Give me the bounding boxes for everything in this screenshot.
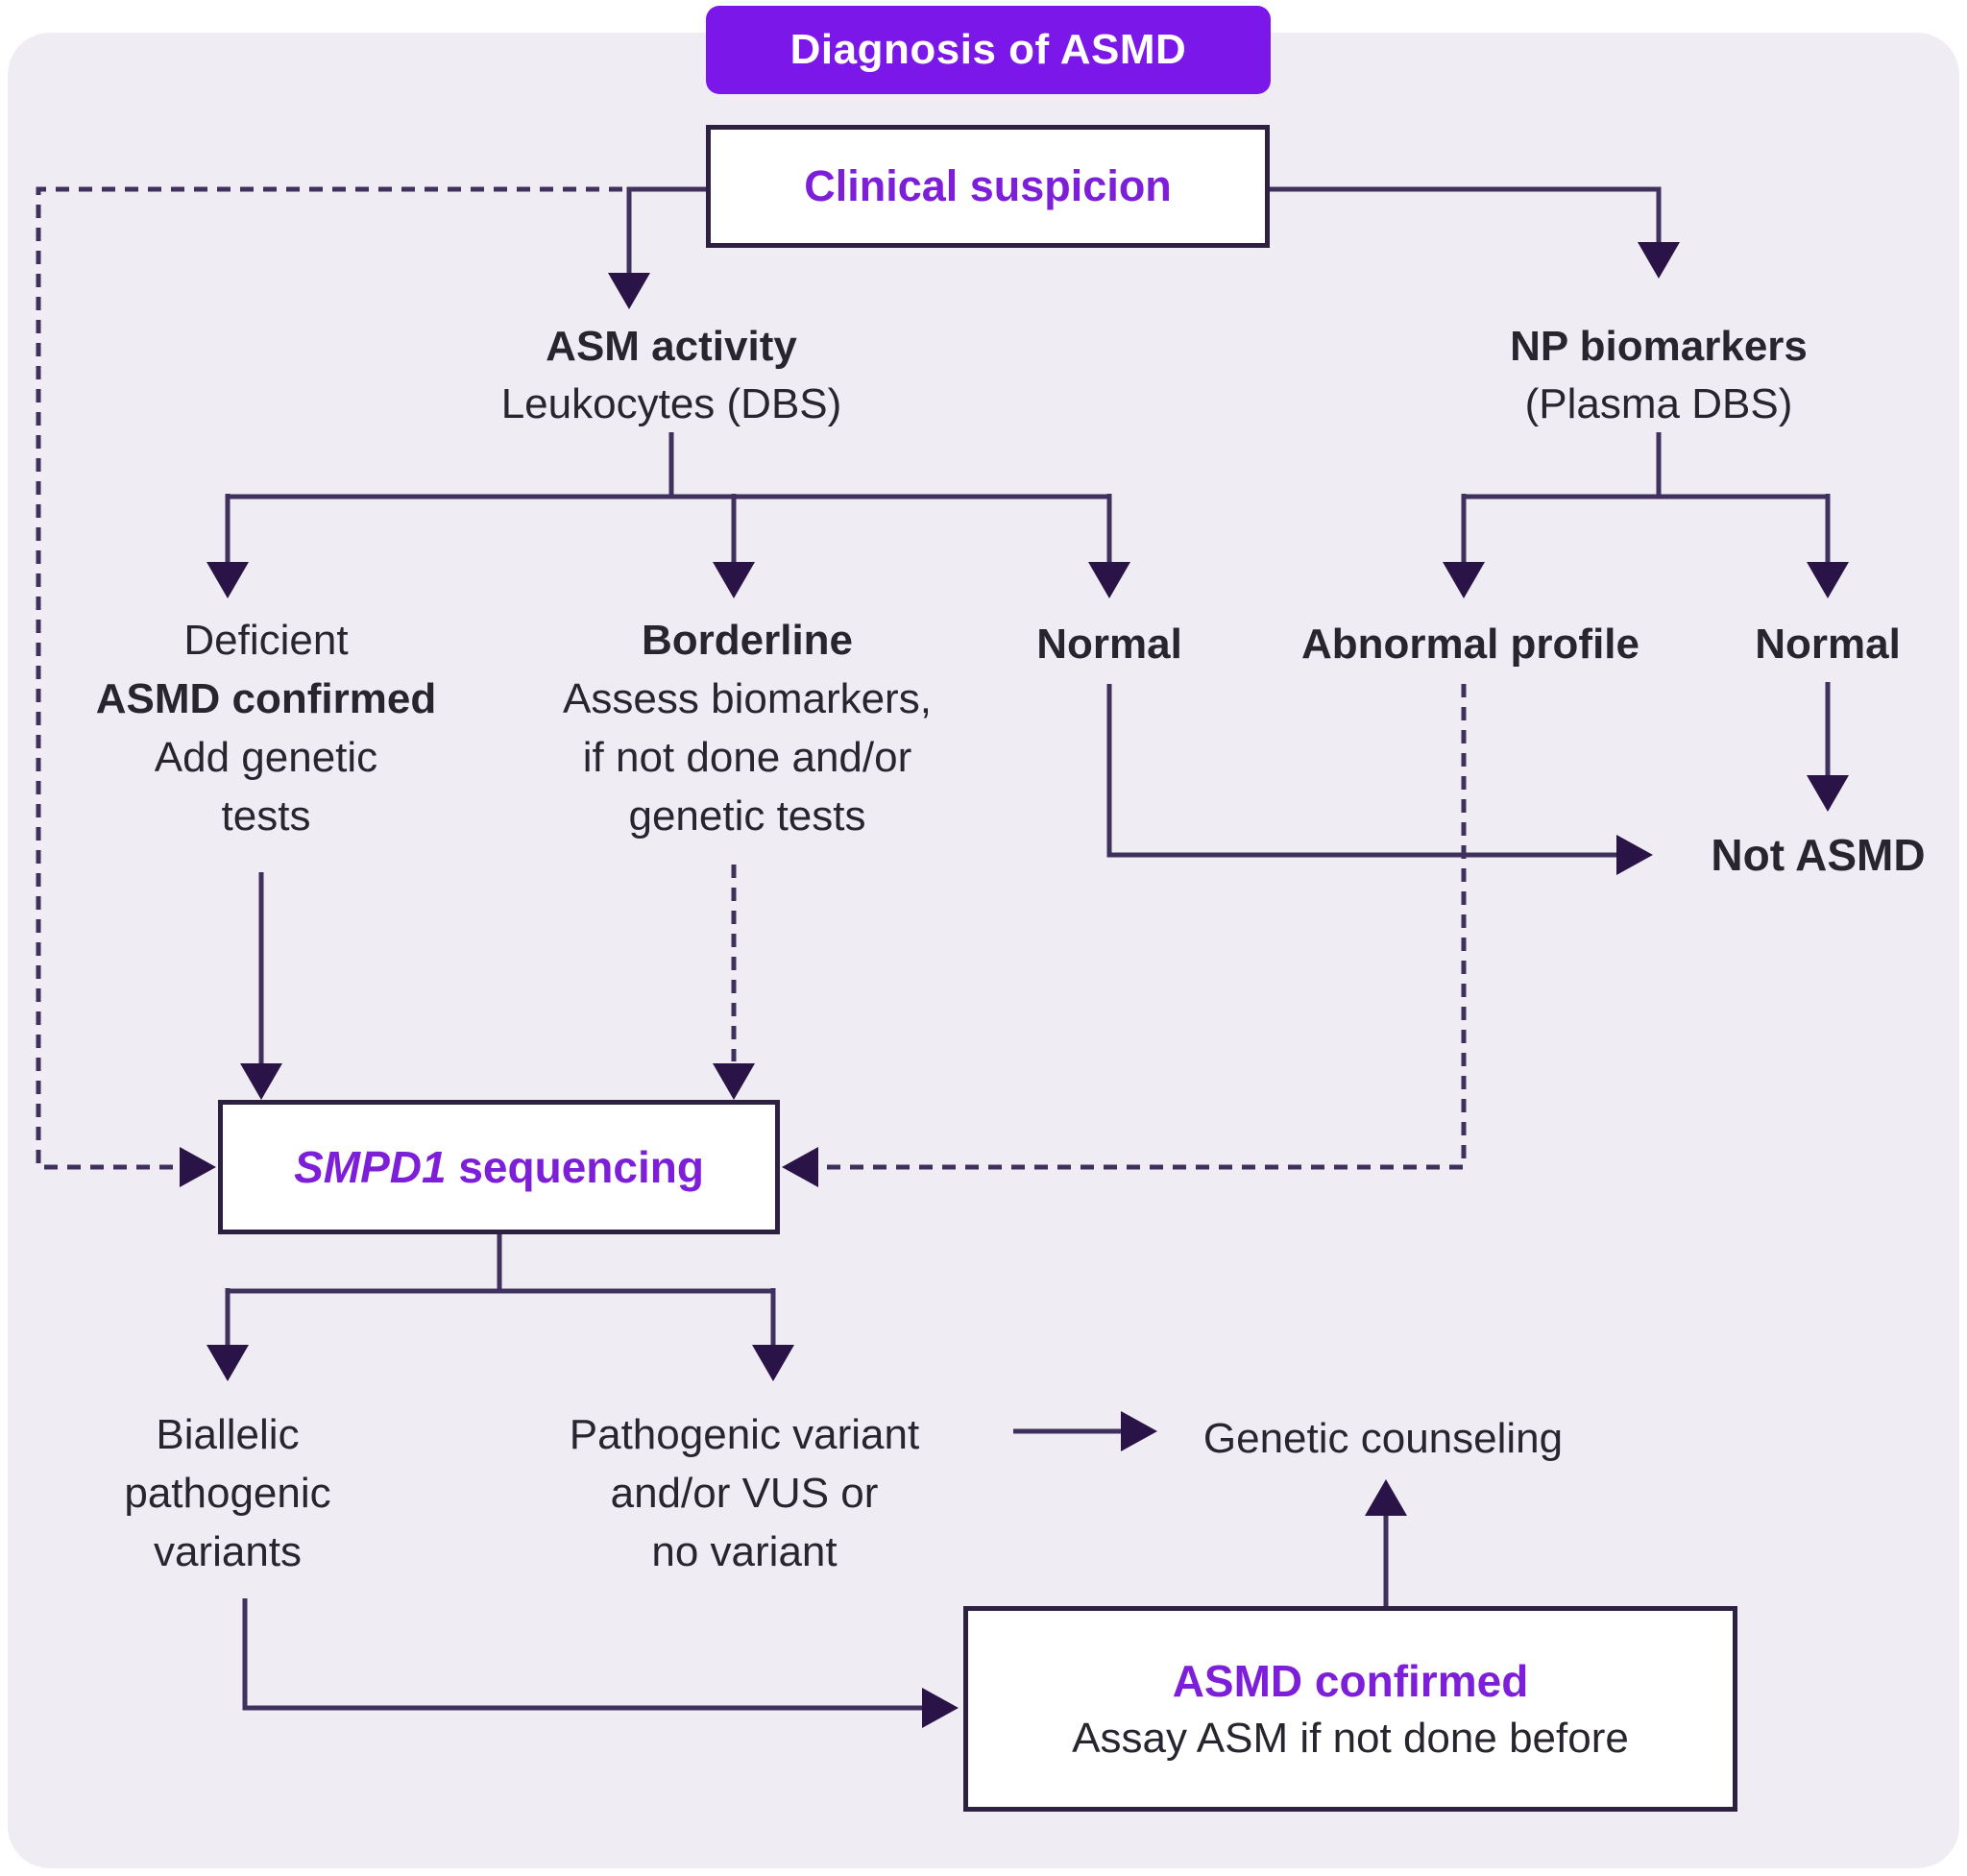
- node-pathogenic-vus: Pathogenic variant and/or VUS or no vari…: [570, 1405, 919, 1581]
- deficient-line: tests: [221, 792, 311, 840]
- diagram-background: [8, 33, 1959, 1868]
- node-deficient: Deficient ASMD confirmed Add genetic tes…: [96, 611, 436, 845]
- node-np-biomarkers: NP biomarkers (Plasma DBS): [1510, 318, 1808, 433]
- node-borderline: Borderline Assess biomarkers, if not don…: [563, 611, 932, 845]
- borderline-line: genetic tests: [628, 792, 866, 840]
- deficient-line: ASMD confirmed: [95, 675, 437, 722]
- node-normal-asm: Normal: [1036, 621, 1182, 668]
- smpd1-gene-label: SMPD1: [294, 1142, 447, 1192]
- diagram-title-banner: Diagnosis of ASMD: [706, 6, 1271, 94]
- asm-activity-sublabel: Leukocytes (DBS): [500, 380, 842, 427]
- node-asm-activity: ASM activity Leukocytes (DBS): [501, 318, 842, 433]
- diagram-title: Diagnosis of ASMD: [789, 26, 1187, 73]
- smpd1-sequencing-label: sequencing: [446, 1142, 704, 1192]
- deficient-line: Add genetic: [154, 734, 378, 781]
- node-abnormal-profile: Abnormal profile: [1300, 621, 1640, 668]
- borderline-line: if not done and/or: [582, 734, 912, 781]
- asmd-confirmed-label: ASMD confirmed: [1172, 1656, 1529, 1706]
- node-genetic-counseling: Genetic counseling: [1202, 1415, 1564, 1462]
- node-asmd-confirmed: ASMD confirmed Assay ASM if not done bef…: [963, 1606, 1737, 1812]
- borderline-line: Borderline: [641, 617, 854, 664]
- biallelic-line: Biallelic: [156, 1411, 300, 1458]
- deficient-line: Deficient: [183, 617, 349, 664]
- pathogenic-line: Pathogenic variant: [569, 1411, 920, 1458]
- node-biallelic-variants: Biallelic pathogenic variants: [124, 1405, 330, 1581]
- biallelic-line: variants: [153, 1528, 303, 1575]
- pathogenic-line: no variant: [651, 1528, 838, 1575]
- asmd-confirmed-sublabel: Assay ASM if not done before: [1072, 1715, 1629, 1762]
- node-not-asmd: Not ASMD: [1711, 830, 1926, 880]
- node-smpd1-sequencing: SMPD1 sequencing: [218, 1100, 780, 1234]
- np-biomarkers-sublabel: (Plasma DBS): [1524, 380, 1793, 427]
- pathogenic-line: and/or VUS or: [610, 1470, 879, 1517]
- node-normal-np: Normal: [1755, 621, 1901, 668]
- borderline-line: Assess biomarkers,: [563, 675, 932, 722]
- asm-activity-label: ASM activity: [546, 323, 797, 370]
- clinical-suspicion-label: Clinical suspicion: [804, 161, 1172, 210]
- biallelic-line: pathogenic: [124, 1470, 331, 1517]
- np-biomarkers-label: NP biomarkers: [1510, 323, 1808, 370]
- node-clinical-suspicion: Clinical suspicion: [706, 125, 1270, 248]
